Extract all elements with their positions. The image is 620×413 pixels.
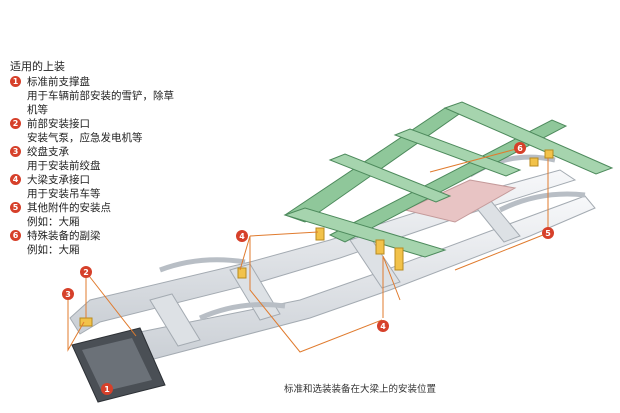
legend-number: 1 <box>10 76 21 87</box>
badge-circle <box>514 142 526 154</box>
badge-circle <box>101 383 113 395</box>
rear-leaf-spring <box>498 191 586 213</box>
badge-number: 4 <box>380 322 386 331</box>
badge-circle <box>62 288 74 300</box>
legend-number: 2 <box>10 118 21 129</box>
leader-line <box>67 295 85 352</box>
legend: 适用的上装 1 标准前支撑盘 用于车辆前部安装的雪铲，除草 机等 2 前部安装接口 … <box>10 60 200 257</box>
leader-line <box>429 147 521 173</box>
mount-point <box>529 157 539 167</box>
front-leaf-spring <box>159 257 246 273</box>
legend-title: 适用的上装 <box>10 60 65 73</box>
badge-3: 3 <box>62 288 74 300</box>
legend-item-desc: 机等 <box>27 104 48 116</box>
mount-points <box>79 149 554 344</box>
mount-point <box>544 149 554 159</box>
badge-number: 2 <box>83 268 89 277</box>
badge-number: 5 <box>545 229 551 238</box>
mount-point <box>315 227 325 241</box>
legend-item-name: 绞盘支承 <box>27 146 69 158</box>
legend-item-desc: 安装气泵，应急发电机等 <box>27 132 143 144</box>
sub-frame <box>283 101 614 258</box>
badge-circle <box>236 230 248 242</box>
badge-2: 2 <box>80 266 92 278</box>
subframe-crossbar <box>393 128 522 177</box>
badge-4-bottom: 4 <box>377 320 389 332</box>
badge-circle <box>377 320 389 332</box>
legend-number: 4 <box>10 174 21 185</box>
subframe-crossbar <box>328 153 452 203</box>
mount-point <box>394 247 404 271</box>
badge-1: 1 <box>101 383 113 395</box>
diagram-caption: 标准和选装装备在大梁上的安装位置 <box>284 384 437 395</box>
legend-item-desc: 用于车辆前部安装的雪铲，除草 <box>27 90 174 102</box>
mount-point <box>375 239 385 255</box>
legend-item-name: 其他附件的安装点 <box>27 202 111 214</box>
legend-number: 3 <box>10 146 21 157</box>
leader-line <box>249 231 319 237</box>
badge-number: 6 <box>517 144 523 153</box>
front-leaf-spring <box>198 302 286 321</box>
leader-line <box>249 236 383 353</box>
leader-line <box>382 255 401 318</box>
legend-item-desc: 用于安装前绞盘 <box>27 160 101 172</box>
legend-item-3: 3 绞盘支承 用于安装前绞盘 <box>10 145 200 173</box>
legend-item-4: 4 大梁支承接口 用于安装吊车等 <box>10 173 200 201</box>
legend-number: 6 <box>10 230 21 241</box>
legend-item-desc: 例如：大厢 <box>27 216 80 228</box>
badge-number: 3 <box>65 290 71 299</box>
legend-item-desc: 例如：大厢 <box>27 244 80 256</box>
legend-item-name: 标准前支撑盘 <box>27 76 90 88</box>
legend-item-5: 5 其他附件的安装点 例如：大厢 <box>10 201 200 229</box>
cross-member <box>149 293 201 347</box>
badge-circle <box>80 266 92 278</box>
badge-5: 5 <box>542 227 554 239</box>
badge-6: 6 <box>514 142 526 154</box>
legend-item-name: 前部安装接口 <box>27 118 90 130</box>
badge-number: 4 <box>239 232 245 241</box>
leader-line <box>85 271 137 337</box>
leader-lines <box>67 147 549 353</box>
mount-point <box>79 317 93 327</box>
legend-number: 5 <box>10 202 21 213</box>
legend-item-1: 1 标准前支撑盘 用于车辆前部安装的雪铲，除草 机等 <box>10 75 200 117</box>
badge-number: 1 <box>104 385 110 394</box>
legend-item-6: 6 特殊装备的副梁 例如：大厢 <box>10 229 200 257</box>
badge-circle <box>542 227 554 239</box>
legend-item-desc: 用于安装吊车等 <box>27 188 101 200</box>
leader-line <box>239 235 251 271</box>
front-support-plate <box>71 327 166 403</box>
badge-4-top: 4 <box>236 230 248 242</box>
legend-item-name: 特殊装备的副梁 <box>27 230 101 242</box>
fuel-tank <box>403 179 517 223</box>
leader-line <box>454 232 549 271</box>
legend-item-2: 2 前部安装接口 安装气泵，应急发电机等 <box>10 117 200 145</box>
legend-item-name: 大梁支承接口 <box>27 174 90 186</box>
mount-point <box>237 267 247 279</box>
